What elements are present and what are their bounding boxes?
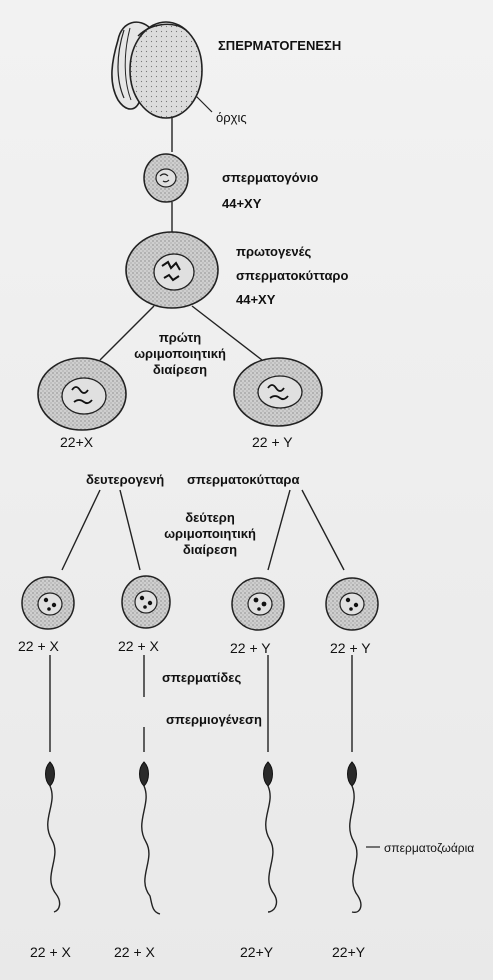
connector-line bbox=[302, 490, 344, 570]
connector-line bbox=[268, 490, 290, 570]
meiosis-1-label-3: διαίρεση bbox=[130, 362, 230, 378]
testis-illustration bbox=[112, 22, 212, 118]
spermatogonium-karyotype: 44+XY bbox=[222, 196, 261, 212]
diagram-title: ΣΠΕΡΜΑΤΟΓΕΝΕΣΗ bbox=[218, 38, 341, 54]
spermatozoon bbox=[140, 762, 161, 914]
primary-spermatocyte-cell bbox=[126, 232, 218, 308]
meiosis-2-label-1: δεύτερη bbox=[160, 510, 260, 526]
meiosis-2-label-3: διαίρεση bbox=[160, 542, 260, 558]
spermatid-cell bbox=[326, 578, 378, 630]
spermatogonium-label: σπερματογόνιο bbox=[222, 170, 318, 186]
spermatozoon bbox=[264, 762, 277, 912]
spermatozoa-label: σπερματοζωάρια bbox=[384, 840, 474, 856]
spermatid-cell bbox=[232, 578, 284, 630]
primary-spermatocyte-label-2: σπερματοκύτταρο bbox=[236, 268, 348, 284]
spermatozoon-karyotype: 22 + X bbox=[114, 944, 155, 960]
connector-line bbox=[62, 490, 100, 570]
spermatogonium-cell bbox=[144, 154, 188, 202]
spermatozoon-karyotype: 22+Y bbox=[332, 944, 365, 960]
spermatozoon-karyotype: 22 + X bbox=[30, 944, 71, 960]
spermatozoon-karyotype: 22+Y bbox=[240, 944, 273, 960]
spermatid-karyotype: 22 + Y bbox=[330, 640, 371, 656]
secondary-spermatocyte-right-cell bbox=[234, 358, 322, 426]
spermatids-label: σπερματίδες bbox=[162, 670, 241, 686]
spermatid-karyotype: 22 + X bbox=[18, 638, 59, 654]
spermatid-karyotype: 22 + Y bbox=[230, 640, 271, 656]
spermatid-cell bbox=[22, 577, 74, 629]
spermatozoon bbox=[348, 762, 361, 912]
spermatid-cell bbox=[122, 576, 170, 628]
meiosis-1-label-2: ωριμοποιητική bbox=[130, 346, 230, 362]
secondary-left-karyotype: 22+X bbox=[60, 434, 93, 450]
secondary-spermatocyte-left-cell bbox=[38, 358, 126, 430]
spermiogenesis-label: σπερμιογένεση bbox=[166, 712, 262, 728]
connector-line bbox=[120, 490, 140, 570]
spermatozoon bbox=[46, 762, 60, 912]
meiosis-2-label-2: ωριμοποιητική bbox=[160, 526, 260, 542]
secondary-spermatocytes-label-b: σπερματοκύτταρα bbox=[187, 472, 299, 488]
testis-label: όρχις bbox=[216, 110, 247, 126]
secondary-right-karyotype: 22 + Y bbox=[252, 434, 293, 450]
meiosis-1-label-1: πρώτη bbox=[130, 330, 230, 346]
secondary-spermatocytes-label-a: δευτερογενή bbox=[86, 472, 164, 488]
primary-spermatocyte-label-1: πρωτογενές bbox=[236, 244, 311, 260]
spermatid-karyotype: 22 + X bbox=[118, 638, 159, 654]
primary-spermatocyte-karyotype: 44+XY bbox=[236, 292, 275, 308]
